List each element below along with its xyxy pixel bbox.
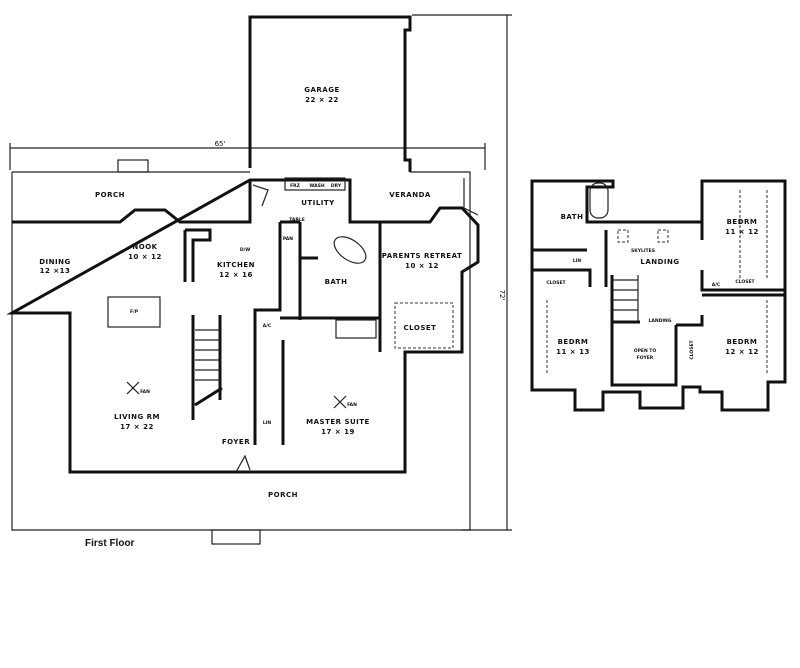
garage-size: 22 × 22 <box>305 96 339 104</box>
veranda-steps <box>463 178 479 216</box>
front-porch-label: PORCH <box>268 491 298 499</box>
porch-rail <box>11 171 471 531</box>
bedroom-ne-label: BEDRM <box>727 218 758 226</box>
linen-label: LIN <box>263 420 272 426</box>
front-door <box>235 454 251 473</box>
kitchen-size: 12 × 16 <box>219 271 253 279</box>
master-suite-size: 17 × 19 <box>321 428 355 436</box>
second-floor-plan: BATH BEDRM 11 × 12 LANDING BEDRM 11 × 13… <box>530 179 787 412</box>
bathtub <box>333 236 367 264</box>
vanity <box>335 319 377 339</box>
kitchen-peninsula <box>183 228 212 282</box>
garage-walls <box>248 15 412 172</box>
closet-west-label: CLOSET <box>546 280 566 286</box>
closet-mid-label: CLOSET <box>689 339 695 359</box>
laundry-appliances <box>284 177 346 191</box>
utility-door <box>252 184 269 207</box>
fan-label: FAN <box>140 389 150 395</box>
stairs <box>612 275 639 322</box>
master-suite-label: MASTER SUITE <box>306 418 370 426</box>
bath-walls <box>532 230 608 287</box>
closet-outline <box>394 302 454 349</box>
living-room-size: 17 × 22 <box>120 423 154 431</box>
dining-size: 12 ×13 <box>40 267 71 275</box>
skylight <box>657 229 669 243</box>
open-to-foyer-label: OPEN TO <box>634 348 657 354</box>
ceiling-fan-icon <box>126 381 140 395</box>
pantry-label: PAN <box>283 236 293 242</box>
first-floor-caption: First Floor <box>85 538 135 549</box>
parents-retreat-label: PARENTS RETREAT <box>382 252 462 260</box>
ac-label: A/C <box>712 282 721 288</box>
bathtub <box>589 182 609 219</box>
landing-small-label: LANDING <box>649 318 672 324</box>
open-to-foyer-walls <box>610 275 678 387</box>
freezer-label: FRZ <box>290 183 301 189</box>
upstairs-bath-label: BATH <box>561 213 584 221</box>
bedroom-ne-size: 11 × 12 <box>725 228 759 236</box>
open-to-foyer-label-2: FOYER <box>637 355 654 361</box>
closet-east-label: CLOSET <box>735 279 755 285</box>
living-room-label: LIVING RM <box>114 413 160 421</box>
bath-label: BATH <box>325 278 348 286</box>
first-floor-plan: 65' 72' <box>6 14 512 549</box>
dryer-label: DRY <box>331 183 342 189</box>
parents-retreat-size: 10 × 12 <box>405 262 439 270</box>
dining-label: DINING <box>39 258 70 266</box>
fireplace <box>107 296 161 328</box>
interior-walls <box>253 220 380 445</box>
garage-label: GARAGE <box>304 86 340 94</box>
width-dimension: 65' <box>9 140 486 170</box>
skylight <box>617 229 629 243</box>
linen-label: LIN <box>573 258 582 264</box>
bedroom-walls <box>676 222 785 327</box>
rear-porch-label: PORCH <box>95 191 125 199</box>
fireplace-label: F/P <box>130 309 139 315</box>
kitchen-label: KITCHEN <box>217 261 255 269</box>
house-walls <box>6 178 480 474</box>
width-dim-label: 65' <box>215 140 226 148</box>
fan-label: FAN <box>347 402 357 408</box>
landing-label: LANDING <box>640 258 679 266</box>
table-label: TABLE <box>289 217 305 223</box>
bedroom-se-size: 12 × 12 <box>725 348 759 356</box>
ceiling-fan-icon <box>333 395 347 409</box>
bedroom-se-label: BEDRM <box>727 338 758 346</box>
front-steps <box>211 529 261 545</box>
washer-label: WASH <box>309 183 324 189</box>
bedroom-sw-size: 11 × 13 <box>556 348 590 356</box>
nook-label: NOOK <box>132 243 157 251</box>
utility-label: UTILITY <box>301 199 335 207</box>
skylites-label: SKYLITES <box>631 248 655 254</box>
second-floor-walls <box>530 179 787 412</box>
rear-steps <box>117 159 149 173</box>
closet-label: CLOSET <box>404 324 437 332</box>
veranda-label: VERANDA <box>389 191 431 199</box>
depth-dim-label: 72' <box>498 290 506 301</box>
ac-label: A/C <box>263 323 272 329</box>
dishwasher-label: D/W <box>240 247 250 253</box>
foyer-label: FOYER <box>222 438 250 446</box>
stairs <box>195 329 220 381</box>
nook-size: 10 × 12 <box>128 253 162 261</box>
bedroom-sw-label: BEDRM <box>558 338 589 346</box>
stair-walls <box>191 315 223 420</box>
